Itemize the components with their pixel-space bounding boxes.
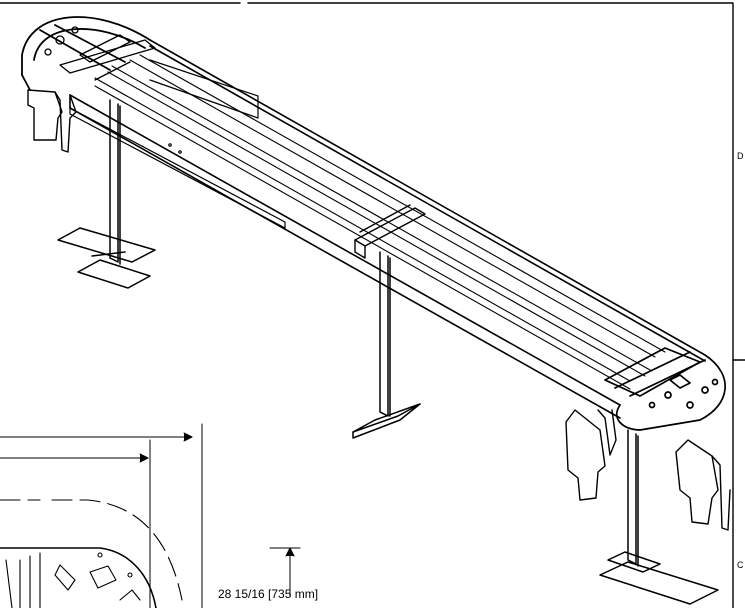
support-leg-middle (352, 251, 421, 439)
support-leg-left (57, 99, 156, 289)
side-guard-panel (69, 59, 286, 229)
conveyor-left-end-loop (21, 16, 151, 91)
conveyor-right-end-loop (604, 347, 726, 431)
conveyor-rail-inner (94, 54, 666, 390)
zone-label-c: C (737, 560, 744, 570)
middle-cross-member (354, 204, 426, 259)
plan-view-dimensions (0, 423, 301, 608)
left-hanging-garments (27, 89, 77, 153)
support-leg-right (599, 429, 719, 605)
conveyor-rail-outer (69, 39, 706, 419)
zone-label-d: D (737, 151, 744, 161)
plan-view-outline (0, 499, 183, 608)
dimension-label: 28 15/16 [735 mm] (218, 587, 319, 601)
right-hanging-garments (565, 409, 731, 531)
left-drive-frame (44, 26, 156, 81)
